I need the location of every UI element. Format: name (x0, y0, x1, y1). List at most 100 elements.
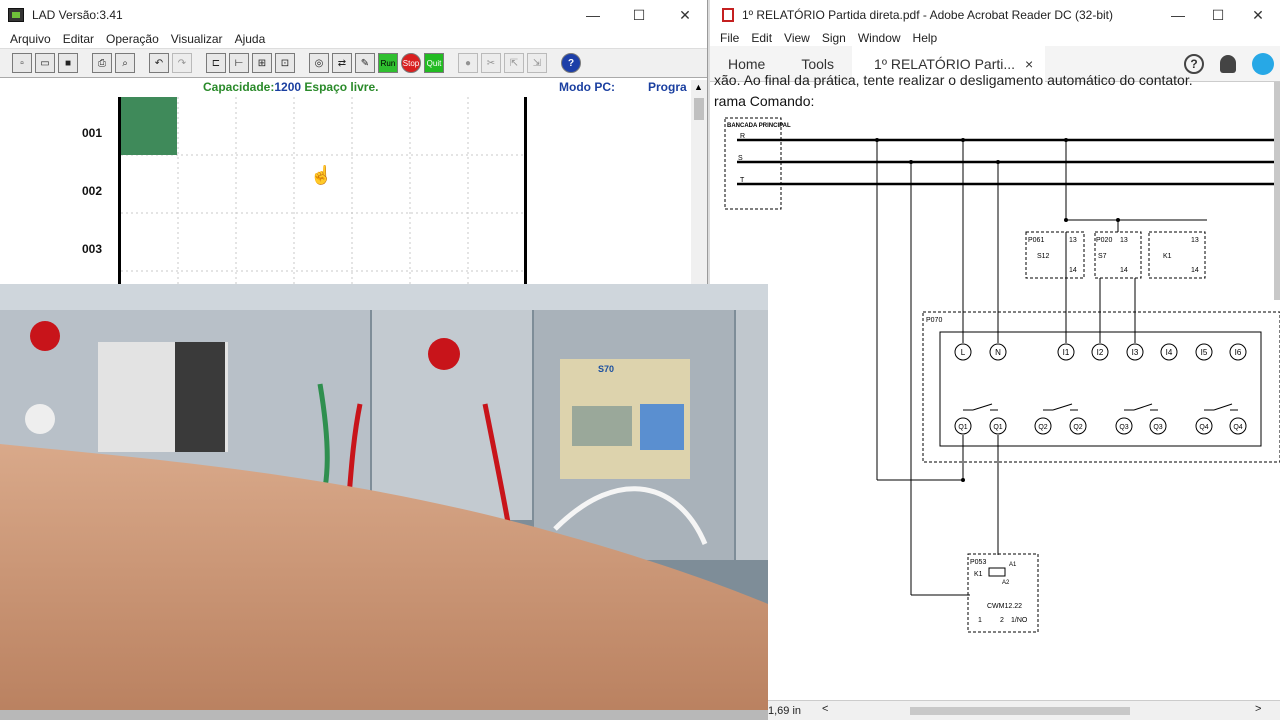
print-icon[interactable]: ⎙ (92, 53, 112, 73)
menu-editar[interactable]: Editar (62, 32, 95, 46)
terminal-label: 14 (1120, 267, 1128, 274)
maximize-icon[interactable]: ☐ (1211, 6, 1225, 23)
menu-arquivo[interactable]: Arquivo (10, 32, 51, 46)
pdf-vertical-scrollbar[interactable] (1274, 82, 1280, 300)
acrobat-titlebar: 1º RELATÓRIO Partida direta.pdf - Adobe … (710, 0, 1280, 30)
plc-input-terminal (1229, 343, 1247, 361)
ladder-branch-icon[interactable]: ⊢ (229, 53, 249, 73)
contactor-contacts: 1/NO (1011, 617, 1028, 624)
plc-input-terminal (1057, 343, 1075, 361)
ladder-parallel-icon[interactable]: ⊞ (252, 53, 272, 73)
read-plc-icon[interactable]: ⇱ (504, 53, 524, 73)
acrobat-window-controls: — ☐ ✕ (1158, 0, 1280, 30)
relay-contact (1052, 403, 1073, 411)
hand-cursor-icon: ☝ (310, 165, 333, 185)
plc-output-terminal (1149, 417, 1167, 435)
scroll-up-icon[interactable]: ▲ (694, 82, 703, 92)
tab-document[interactable]: 1º RELATÓRIO Parti... × (852, 45, 1046, 82)
plc-output-label: Q1 (993, 424, 1002, 431)
acrobat-tabbar: Home Tools 1º RELATÓRIO Parti... × ? (710, 45, 1280, 82)
write-plc-icon[interactable]: ⇲ (527, 53, 547, 73)
tab-close-icon[interactable]: × (1025, 55, 1034, 72)
new-file-icon[interactable]: ▫ (12, 53, 32, 73)
rung-number: 003 (82, 242, 103, 256)
help-button[interactable]: ? (561, 53, 581, 73)
ladder-grid[interactable] (121, 97, 524, 284)
force-icon[interactable]: ✂ (481, 53, 501, 73)
coil-label: K1 (974, 571, 983, 578)
ladder-contact-icon[interactable]: ⊏ (206, 53, 226, 73)
plc-output-label: Q3 (1119, 424, 1128, 431)
horizontal-scroll-thumb[interactable] (910, 707, 1130, 715)
redo-icon[interactable]: ↷ (172, 53, 192, 73)
mode-value: Progra (648, 80, 687, 94)
close-icon[interactable]: ✕ (1252, 6, 1264, 23)
menu-edit[interactable]: Edit (751, 31, 773, 45)
pdf-text-line: xão. Ao final da prática, tente realizar… (714, 72, 1193, 88)
menu-operacao[interactable]: Operação (106, 32, 159, 46)
plc-input-label: I4 (1166, 348, 1173, 357)
maximize-icon[interactable]: ☐ (632, 6, 646, 23)
lad-titlebar: LAD Versão:3.41 — ☐ ✕ (0, 0, 707, 30)
print-preview-icon[interactable]: ⌕ (115, 53, 135, 73)
minimize-icon[interactable]: — (586, 7, 600, 23)
lad-toolbar: ▫ ▭ ■ ⎙ ⌕ ↶ ↷ ⊏ ⊢ ⊞ ⊡ ◎ ⇄ ✎ Run Stop Qui… (0, 48, 707, 78)
terminal-label: 13 (1069, 237, 1077, 244)
undo-icon[interactable]: ↶ (149, 53, 169, 73)
close-icon[interactable]: ✕ (679, 6, 691, 23)
scroll-left-icon[interactable]: < (822, 703, 829, 715)
left-power-rail (118, 97, 121, 284)
selected-cell[interactable] (121, 97, 177, 155)
lad-window-controls: — ☐ ✕ (570, 0, 708, 30)
menu-window[interactable]: Window (857, 31, 901, 45)
simulate-icon[interactable]: ◎ (309, 53, 329, 73)
stop-button[interactable]: Stop (401, 53, 421, 73)
tab-tools[interactable]: Tools (801, 55, 835, 72)
run-button[interactable]: Run (378, 53, 398, 73)
plc-inner-box (939, 331, 1262, 447)
menu-file[interactable]: File (720, 31, 740, 45)
lad-window-title: LAD Versão:3.41 (32, 8, 123, 22)
plc-input-label: I2 (1097, 348, 1104, 357)
contactor-model: CWM12.22 (987, 603, 1022, 610)
lad-app-icon (8, 8, 24, 22)
rung-number: 001 (82, 126, 103, 140)
quit-button[interactable]: Quit (424, 53, 444, 73)
monitor-icon[interactable]: ● (458, 53, 478, 73)
phase-label: T (740, 177, 745, 184)
plc-output-terminal (989, 417, 1007, 435)
terminal-label: 14 (1069, 267, 1077, 274)
save-icon[interactable]: ■ (58, 53, 78, 73)
coil-code: P053 (970, 559, 986, 566)
minimize-icon[interactable]: — (1171, 7, 1185, 23)
user-avatar[interactable] (1252, 53, 1274, 75)
pushbutton-module: P061 S12 13 14 (1025, 231, 1085, 279)
transfer-icon[interactable]: ⇄ (332, 53, 352, 73)
plc-output-terminal (1229, 417, 1247, 435)
menu-help[interactable]: Help (912, 31, 938, 45)
help-icon[interactable]: ? (1184, 54, 1204, 74)
module-label: S12 (1037, 253, 1050, 260)
plc-output-terminal (1195, 417, 1213, 435)
menu-sign[interactable]: Sign (821, 31, 846, 45)
menu-view[interactable]: View (784, 31, 810, 45)
menu-visualizar[interactable]: Visualizar (170, 32, 223, 46)
tab-home[interactable]: Home (728, 55, 766, 72)
bancada-label: BANCADA PRINCIPAL (727, 123, 791, 129)
plc-output-label: Q4 (1199, 424, 1208, 431)
scroll-thumb[interactable] (694, 98, 704, 120)
capacity-label: Capacidade: (203, 80, 275, 94)
ladder-coil-icon[interactable]: ⊡ (275, 53, 295, 73)
notification-bell-icon[interactable] (1220, 55, 1236, 73)
plc-output-label: Q3 (1153, 424, 1162, 431)
plc-input-label: I5 (1201, 348, 1208, 357)
free-space-label: Espaço livre. (304, 80, 379, 94)
menu-ajuda[interactable]: Ajuda (234, 32, 266, 46)
lad-vertical-scrollbar[interactable]: ▲ (691, 80, 707, 284)
tools-icon[interactable]: ✎ (355, 53, 375, 73)
scroll-right-icon[interactable]: > (1255, 703, 1262, 715)
ladder-editor[interactable]: 001 002 003 ☝ (0, 97, 690, 284)
open-folder-icon[interactable]: ▭ (35, 53, 55, 73)
control-wiring-diagram: BANCADA PRINCIPAL R S T (724, 117, 1280, 633)
